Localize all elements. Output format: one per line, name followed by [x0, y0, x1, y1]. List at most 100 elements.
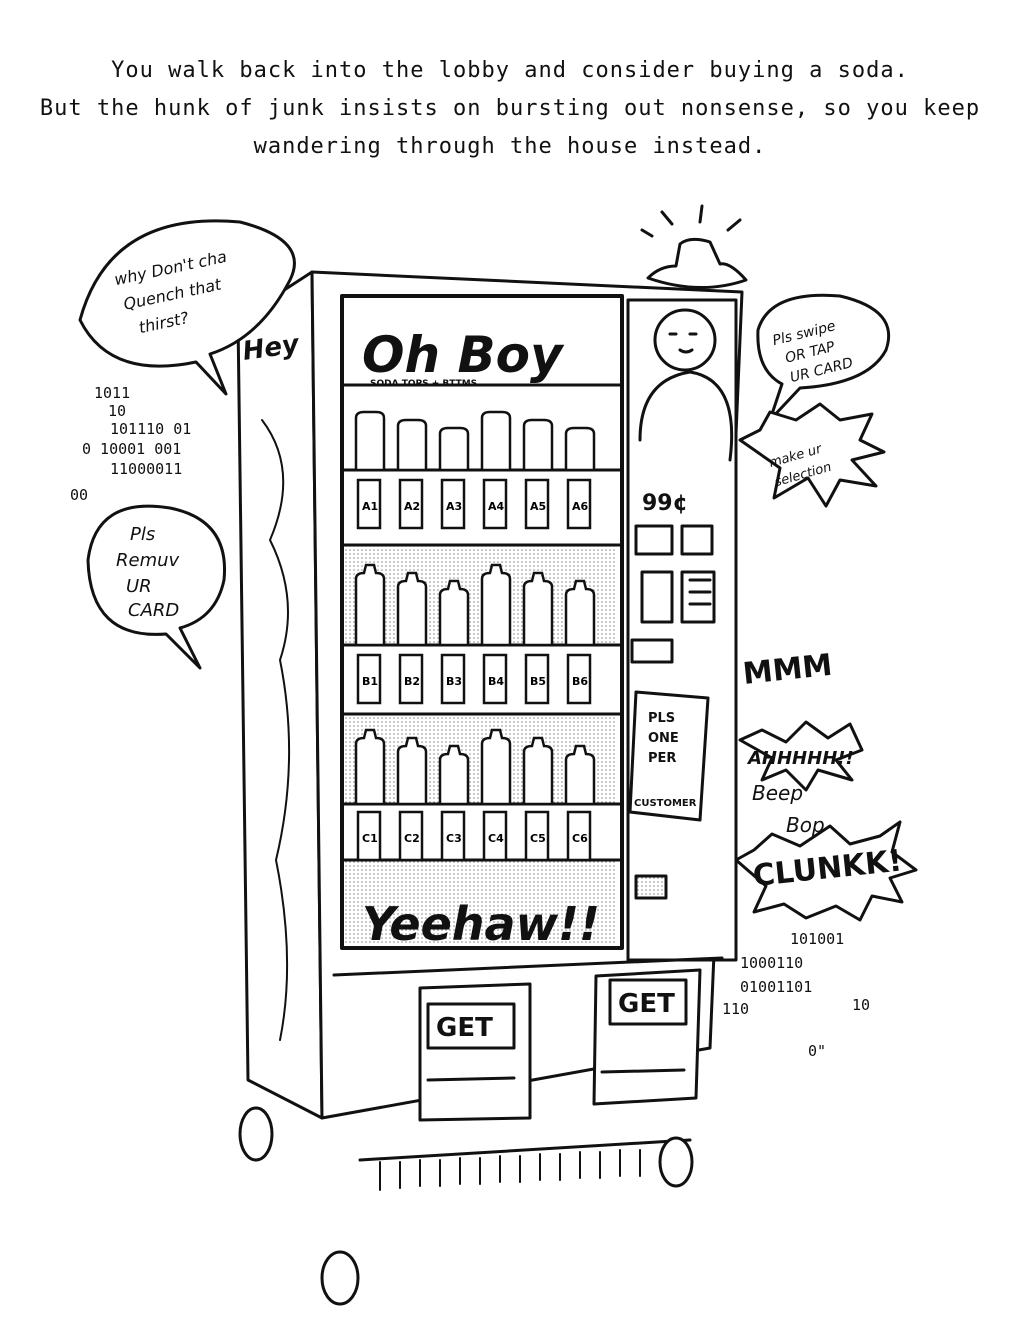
slot-label: C5 [530, 832, 546, 845]
svg-text:PLS: PLS [648, 711, 675, 726]
slot-button-a6 [566, 478, 592, 530]
slot-button-c1 [356, 810, 382, 862]
wheel-left [238, 1106, 274, 1162]
svg-text:PER: PER [648, 751, 676, 766]
slot-button-a3 [440, 478, 466, 530]
slot-label: A6 [572, 500, 589, 513]
slot-button-c5 [524, 810, 550, 862]
slot-label: C2 [404, 832, 420, 845]
slot-button-a1 [356, 478, 382, 530]
slot-label: B1 [362, 675, 378, 688]
bubble-quench [78, 219, 296, 396]
bubble-remove [86, 504, 227, 670]
binary-left: 1011 10 101110 01 0 10001 001 11000011 0… [70, 384, 191, 504]
machine-side-panel [236, 270, 324, 1120]
yeehaw-text: Yeehaw!! [362, 897, 600, 951]
slot-button-b1 [356, 653, 382, 705]
slot-label: A3 [446, 500, 462, 513]
soda-product [354, 410, 386, 472]
customer-sign [628, 690, 710, 822]
soda-product [354, 563, 386, 647]
wheel-front-left [320, 1250, 360, 1306]
slot-button-c3 [440, 810, 466, 862]
svg-text:110: 110 [722, 1000, 749, 1018]
svg-text:10: 10 [108, 402, 126, 420]
sign-text: PLS ONE PER CUSTOMER [634, 711, 697, 809]
soda-product [564, 579, 596, 647]
slot-label: B5 [530, 675, 546, 688]
svg-text:CARD: CARD [128, 600, 179, 621]
soda-product [396, 736, 428, 806]
sfx-bop: Bop [786, 813, 825, 837]
slot-label: A2 [404, 500, 420, 513]
svg-text:11000011: 11000011 [110, 460, 182, 478]
soda-product [396, 418, 428, 472]
bubble-swipe [756, 293, 891, 422]
caption-line-3: wandering through the house instead. [253, 134, 767, 159]
caption: You walk back into the lobby and conside… [0, 52, 1020, 166]
brand-subtitle: SODA TOPS + BTTMS [370, 379, 477, 389]
svg-text:UR: UR [126, 576, 152, 597]
soda-product [438, 426, 470, 472]
soda-product [354, 728, 386, 806]
caption-line-2: But the hunk of junk insists on bursting… [39, 96, 981, 121]
soda-product [564, 426, 596, 472]
slot-button-a5 [524, 478, 550, 530]
slot-button-c6 [566, 810, 592, 862]
slot-button-a2 [398, 478, 424, 530]
slot-button-b2 [398, 653, 424, 705]
burst-clunk [734, 820, 918, 922]
soda-product [438, 579, 470, 647]
soda-product [522, 418, 554, 472]
soda-product [438, 744, 470, 806]
slot-label: C1 [362, 832, 378, 845]
slot-button-a4 [482, 478, 508, 530]
wheel-front-right [658, 1136, 694, 1188]
caption-line-1: You walk back into the lobby and conside… [111, 58, 909, 83]
svg-text:ONE: ONE [648, 731, 679, 746]
slot-button-b6 [566, 653, 592, 705]
slot-label: B6 [572, 675, 588, 688]
sfx-ahh: AHHHHH!! [746, 748, 854, 769]
burst-selection [738, 402, 886, 508]
svg-text:101001: 101001 [790, 930, 844, 948]
bubble-remove-text: Pls Remuv UR CARD [116, 524, 180, 621]
soda-product [396, 571, 428, 647]
soda-product [522, 571, 554, 647]
slot-label: A1 [362, 500, 378, 513]
brand-logo: Oh Boy [362, 326, 565, 384]
svg-text:Pls: Pls [130, 524, 155, 545]
svg-text:01001101: 01001101 [740, 978, 812, 996]
svg-text:CUSTOMER: CUSTOMER [634, 798, 697, 809]
soda-product [564, 744, 596, 806]
slot-button-b3 [440, 653, 466, 705]
slot-label: B3 [446, 675, 462, 688]
slot-label: C3 [446, 832, 462, 845]
price-label: 99¢ [642, 491, 688, 516]
cowboy-hat [646, 237, 748, 290]
control-panel [626, 298, 738, 962]
soda-product [480, 410, 512, 472]
sfx-beep: Beep [752, 781, 803, 805]
soda-product [522, 736, 554, 806]
svg-text:0 10001 001: 0 10001 001 [82, 440, 181, 458]
slot-label: C6 [572, 832, 588, 845]
soda-product [480, 728, 512, 806]
get-label-left: GET [436, 1013, 493, 1043]
svg-text:Remuv: Remuv [116, 550, 180, 571]
slot-label: B2 [404, 675, 420, 688]
burst-ahh [738, 720, 864, 792]
sfx-mmm: MMM [741, 648, 834, 692]
slot-label: A4 [488, 500, 505, 513]
slot-label: B4 [488, 675, 504, 688]
svg-text:00: 00 [70, 486, 88, 504]
get-door-left [418, 982, 532, 1122]
cowboy-figure [638, 370, 734, 462]
soda-product [480, 563, 512, 647]
slot-button-c4 [482, 810, 508, 862]
slot-label: A5 [530, 500, 546, 513]
slot-button-c2 [398, 810, 424, 862]
slot-label: C4 [488, 832, 504, 845]
binary-right: 101001 1000110 01001101 110 10 0" [722, 930, 870, 1060]
slot-button-b4 [482, 653, 508, 705]
